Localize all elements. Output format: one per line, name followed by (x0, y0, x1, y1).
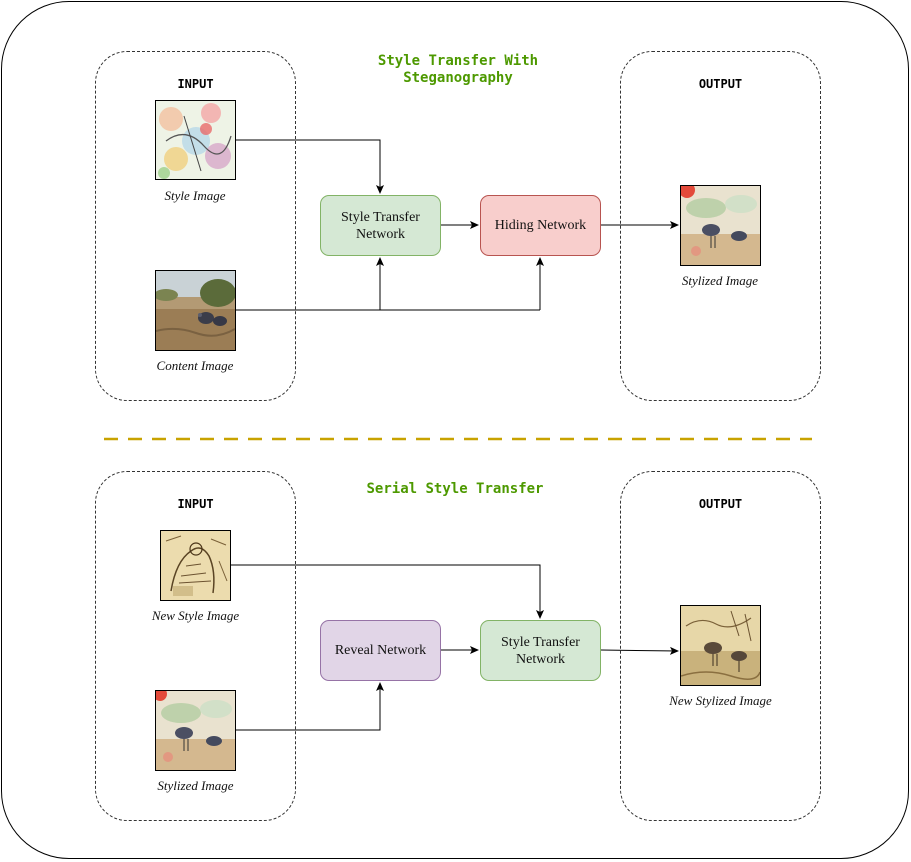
hiding-network-node: Hiding Network (480, 195, 601, 256)
style-transfer-network-node: Style Transfer Network (320, 195, 441, 256)
stylized-image-caption: Stylized Image (681, 273, 759, 288)
style-image-thumbnail (155, 100, 236, 180)
content-image-caption: Content Image (156, 358, 234, 373)
arrow-stylized-to-reveal (236, 682, 384, 731)
bottom-section-title: Serial Style Transfer (366, 481, 544, 497)
bottom-input-group (95, 471, 296, 821)
bottom-output-label: OUTPUT (698, 497, 743, 511)
reveal-network-node: Reveal Network (320, 620, 441, 681)
new-style-image-caption: New Style Image (151, 608, 240, 623)
content-image-thumbnail (155, 270, 236, 351)
arrow-style-to-transfer (236, 139, 384, 194)
bottom-input-label: INPUT (177, 497, 214, 511)
top-input-group (95, 51, 296, 401)
top-output-group (620, 51, 821, 401)
new-stylized-image-thumbnail (680, 605, 761, 686)
stylized-image-input-caption: Stylized Image (157, 778, 234, 793)
new-style-image-thumbnail (160, 530, 231, 601)
top-section-title: Style Transfer With Steganography (377, 53, 539, 86)
arrow-newstyle-to-transfer (230, 564, 544, 619)
arrow-transfer-to-new-output (600, 646, 679, 655)
style-image-caption: Style Image (164, 188, 226, 203)
bottom-output-group (620, 471, 821, 821)
style-transfer-network-node-2: Style Transfer Network (480, 620, 601, 681)
top-output-label: OUTPUT (698, 77, 743, 91)
stylized-image-thumbnail (680, 185, 761, 266)
stylized-image-input-thumbnail (155, 690, 236, 771)
top-input-label: INPUT (177, 77, 214, 91)
new-stylized-image-caption: New Stylized Image (669, 693, 772, 708)
